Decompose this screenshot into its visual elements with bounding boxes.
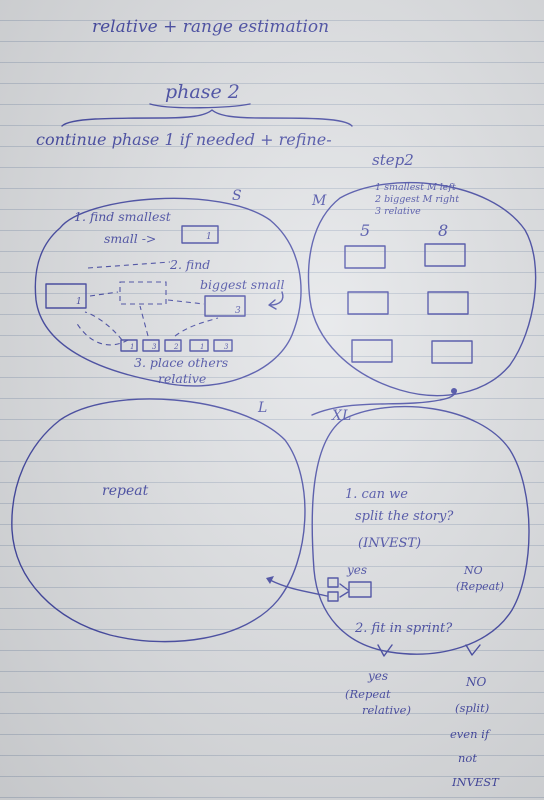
- heading-underline: [149, 103, 251, 109]
- place-others-label: 3. place others: [134, 355, 228, 370]
- phase-description: continue phase 1 if needed + refine-: [36, 130, 332, 149]
- arrowhead: [268, 299, 277, 310]
- size-label-l: L: [257, 400, 267, 416]
- xl-q1-line1: 1. can we: [345, 487, 408, 502]
- phase-description-cont: step2: [372, 151, 414, 169]
- m-connector-dot: [451, 388, 457, 394]
- small-arrow-label: small ->: [104, 231, 156, 246]
- xl-no: NO: [463, 564, 483, 577]
- m-step-3: 3 relative: [375, 206, 421, 217]
- m-col-left: 5: [360, 221, 370, 240]
- place-others-label-cont: relative: [158, 371, 206, 386]
- xl-q2: 2. fit in sprint?: [354, 621, 453, 636]
- q2-no: NO: [465, 675, 487, 689]
- dashed-guide-line: [87, 261, 171, 269]
- page-title: relative + range estimation: [92, 17, 329, 37]
- right-box-number: 3: [235, 306, 241, 316]
- size-label-xl: XL: [331, 408, 351, 424]
- xl-to-l-arrow: [269, 579, 328, 597]
- dashed-guide-line-3: [167, 299, 205, 305]
- m-col-right: 8: [438, 221, 448, 240]
- small-box-num-5: 3: [224, 343, 229, 351]
- smallest-box: [181, 225, 219, 244]
- dashed-guide-line-2: [89, 291, 119, 297]
- small-box-num-2: 3: [152, 343, 157, 351]
- left-box: [45, 283, 87, 309]
- q2-yes-detail-2: relative): [362, 703, 411, 717]
- q2-tick-yes: [377, 644, 393, 657]
- m-boxes: [344, 243, 473, 364]
- split-boxes: [327, 577, 372, 602]
- curly-brace: [61, 109, 353, 127]
- size-label-m: M: [311, 193, 327, 209]
- m-connector: [311, 389, 457, 416]
- xl-q1-line3: (INVEST): [358, 536, 421, 551]
- repeat-label: repeat: [102, 483, 149, 499]
- q2-no-detail-1: (split): [455, 701, 489, 715]
- m-region-outline: [307, 182, 537, 397]
- smallest-box-number: 1: [206, 232, 212, 242]
- dashed-arrow-mid: [139, 305, 149, 337]
- q2-no-detail-4: INVEST: [451, 775, 500, 789]
- find-biggest-label-cont: biggest small: [200, 277, 285, 292]
- q2-yes-detail-1: (Repeat: [345, 687, 391, 701]
- find-smallest-label: 1. find smallest: [74, 209, 172, 224]
- m-step-2: 2 biggest M right: [374, 194, 459, 205]
- xl-yes: yes: [346, 563, 367, 577]
- xl-region-outline: [311, 405, 530, 655]
- small-box-num-1: 1: [130, 343, 134, 351]
- size-label-s: S: [232, 188, 242, 204]
- m-step-1: 1 smallest M left: [375, 182, 456, 193]
- xl-no-repeat: (Repeat): [456, 580, 504, 593]
- q2-no-detail-2: even if: [450, 727, 491, 741]
- small-box-num-4: 1: [200, 343, 204, 351]
- q2-no-detail-3: not: [458, 751, 477, 765]
- right-box: [204, 295, 246, 317]
- xl-q1-line2: split the story?: [355, 509, 454, 524]
- dashed-arrow-left: [84, 311, 123, 341]
- q2-yes: yes: [367, 669, 388, 683]
- q2-tick-no: [465, 644, 481, 656]
- l-region-outline: [11, 398, 306, 643]
- s-region-outline: [34, 197, 302, 387]
- small-boxes-row: [120, 339, 233, 352]
- xl-to-l-arrowhead: [266, 576, 274, 584]
- middle-dashed-box: [119, 281, 167, 305]
- find-biggest-label: 2. find: [169, 257, 210, 272]
- dashed-arrow-far: [75, 321, 129, 346]
- left-box-number: 1: [76, 297, 82, 307]
- small-box-num-3: 2: [173, 343, 179, 351]
- dashed-arrow-right: [174, 317, 219, 337]
- biggest-arrow: [269, 291, 284, 306]
- phase-heading: phase 2: [165, 81, 240, 103]
